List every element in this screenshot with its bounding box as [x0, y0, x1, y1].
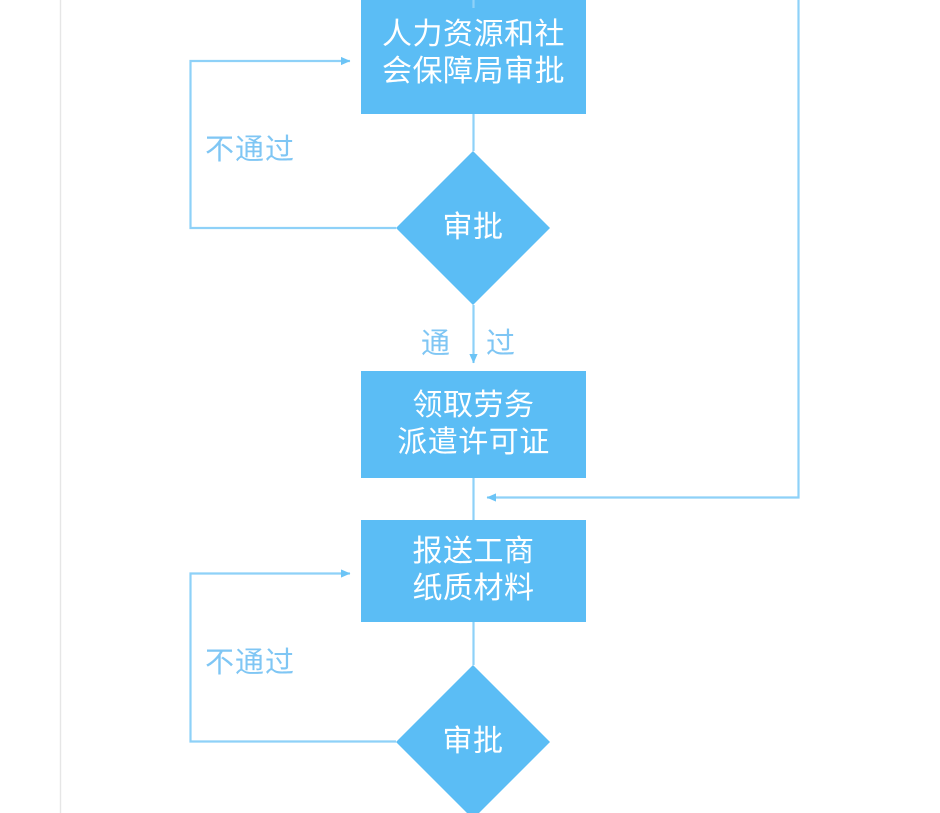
connector-reject-loop-2: [189, 569, 396, 743]
node-decision-approve-2-shape: [396, 665, 550, 813]
connector-reject-loop-1: [189, 56, 396, 230]
node-decision-approve-1-shape: [396, 151, 550, 305]
edge-label-reject-1: 不通过: [205, 134, 296, 166]
edge-label-pass-1: 通 过: [421, 328, 530, 360]
connector-external-return-to-submit: [486, 0, 800, 502]
node-submit-paper-shape: [361, 520, 586, 622]
node-approval-hrss-shape: [361, 0, 586, 114]
edge-label-reject-2: 不通过: [205, 647, 296, 679]
node-receive-license-shape: [361, 371, 586, 478]
